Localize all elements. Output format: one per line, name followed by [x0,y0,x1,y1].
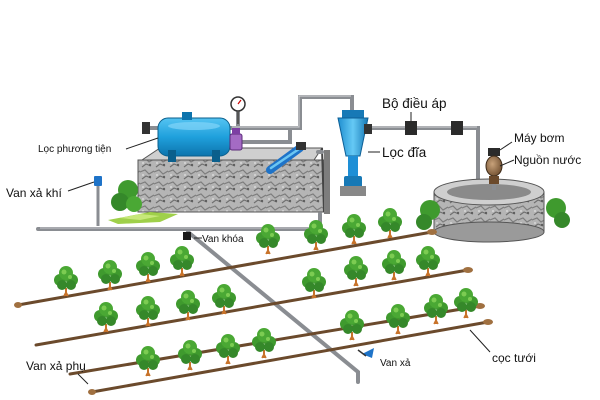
plant-icon [301,267,327,299]
shutoff-valve-icon [183,232,191,240]
plant-row-2 [53,245,441,297]
fertilizer-injector-icon [229,128,243,151]
leader-air-vent [67,181,95,192]
disc-filter-icon [337,110,372,196]
plant-icon [381,249,407,281]
plant-icon [303,219,329,251]
label-pump: Máy bơm [514,131,565,145]
label-secondary-drain-valve: Van xả phụ [26,359,86,373]
drip-line-4 [90,320,490,394]
air-vent-valve-icon [94,176,102,226]
plant-icon [377,207,403,239]
leader-lines [67,112,515,385]
drip-lines [16,230,490,394]
leader-stake [469,329,491,353]
plant-icon [343,255,369,287]
label-irrigation-stake: cọc tưới [492,351,536,365]
plant-icon [169,245,195,277]
well-icon [433,178,545,243]
plant-icon [423,293,449,325]
plant-icon [53,265,79,297]
drip-line-ends [14,229,493,395]
label-pressure-regulator: Bộ điều áp [382,96,447,111]
label-disc-filter: Lọc đĩa [382,145,427,160]
plant-icon [339,309,365,341]
label-shutoff-valve: Van khóa [202,234,244,245]
drip-line-1 [16,230,434,307]
plant-icon [341,213,367,245]
plant-icon [135,295,161,327]
plant-icon [453,287,479,319]
drip-line-2 [34,268,470,347]
pressure-gauge-icon [230,96,246,124]
leader-media-filter [125,137,159,150]
plant-icon [175,289,201,321]
stone-platform [137,147,330,214]
pressure-regulator-icon [405,121,463,135]
label-drain-valve: Van xả [380,358,411,369]
plant-icon [97,259,123,291]
shrub-left [111,180,142,212]
plant-icon [135,251,161,283]
drain-valve-icon [357,348,374,358]
leader-secondary-drain [77,373,89,385]
media-filter-tank-icon [157,112,231,162]
shrub-right [416,198,570,230]
leader-pump [499,141,513,151]
inline-filter-icon [266,142,306,174]
pipe-joint-left [142,122,150,134]
pump-icon [485,148,503,190]
label-media-filter: Lọc phương tiện [38,144,111,155]
leader-source [499,159,515,167]
label-water-source: Nguồn nước [514,153,581,167]
label-air-vent-valve: Van xả khí [6,186,62,200]
plant-icon [93,301,119,333]
grass-patch [108,212,178,224]
plant-icon [415,245,441,277]
